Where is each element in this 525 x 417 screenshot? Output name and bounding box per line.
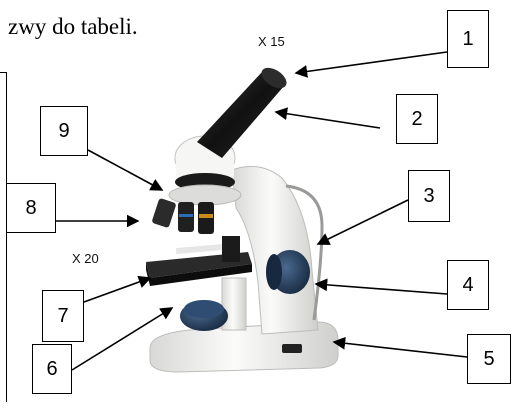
worksheet-heading: zwy do tabeli. [8, 14, 138, 39]
arrow-9 [87, 149, 164, 191]
label-arrows [56, 51, 468, 371]
eyepiece-tube [197, 67, 287, 158]
label-box-6: 6 [32, 344, 72, 394]
label-box-5: 5 [467, 334, 511, 384]
light-adjust-knob [180, 300, 228, 331]
arrow-2 [274, 107, 381, 129]
label-box-9: 9 [40, 106, 88, 156]
label-box-4: 4 [447, 260, 489, 310]
label-box-8: 8 [6, 183, 56, 233]
objective-lenses [152, 198, 214, 234]
arrow-1 [294, 51, 448, 78]
label-box-1: 1 [447, 10, 489, 68]
focus-knob [266, 250, 310, 294]
arrow-4 [314, 278, 448, 295]
arrow-3 [316, 199, 409, 245]
arrow-7 [83, 275, 152, 303]
side-rule [6, 72, 7, 402]
eyepiece-magnification: X 15 [258, 34, 285, 49]
label-box-3: 3 [408, 170, 450, 222]
arrow-5 [332, 336, 468, 358]
arrow-6 [71, 307, 174, 371]
side-rule-tick [0, 72, 7, 73]
label-box-7: 7 [42, 290, 84, 342]
microscope-base [149, 321, 339, 373]
microscope-stage [146, 236, 252, 286]
label-box-2: 2 [396, 94, 438, 144]
objective-magnification: X 20 [72, 251, 99, 266]
